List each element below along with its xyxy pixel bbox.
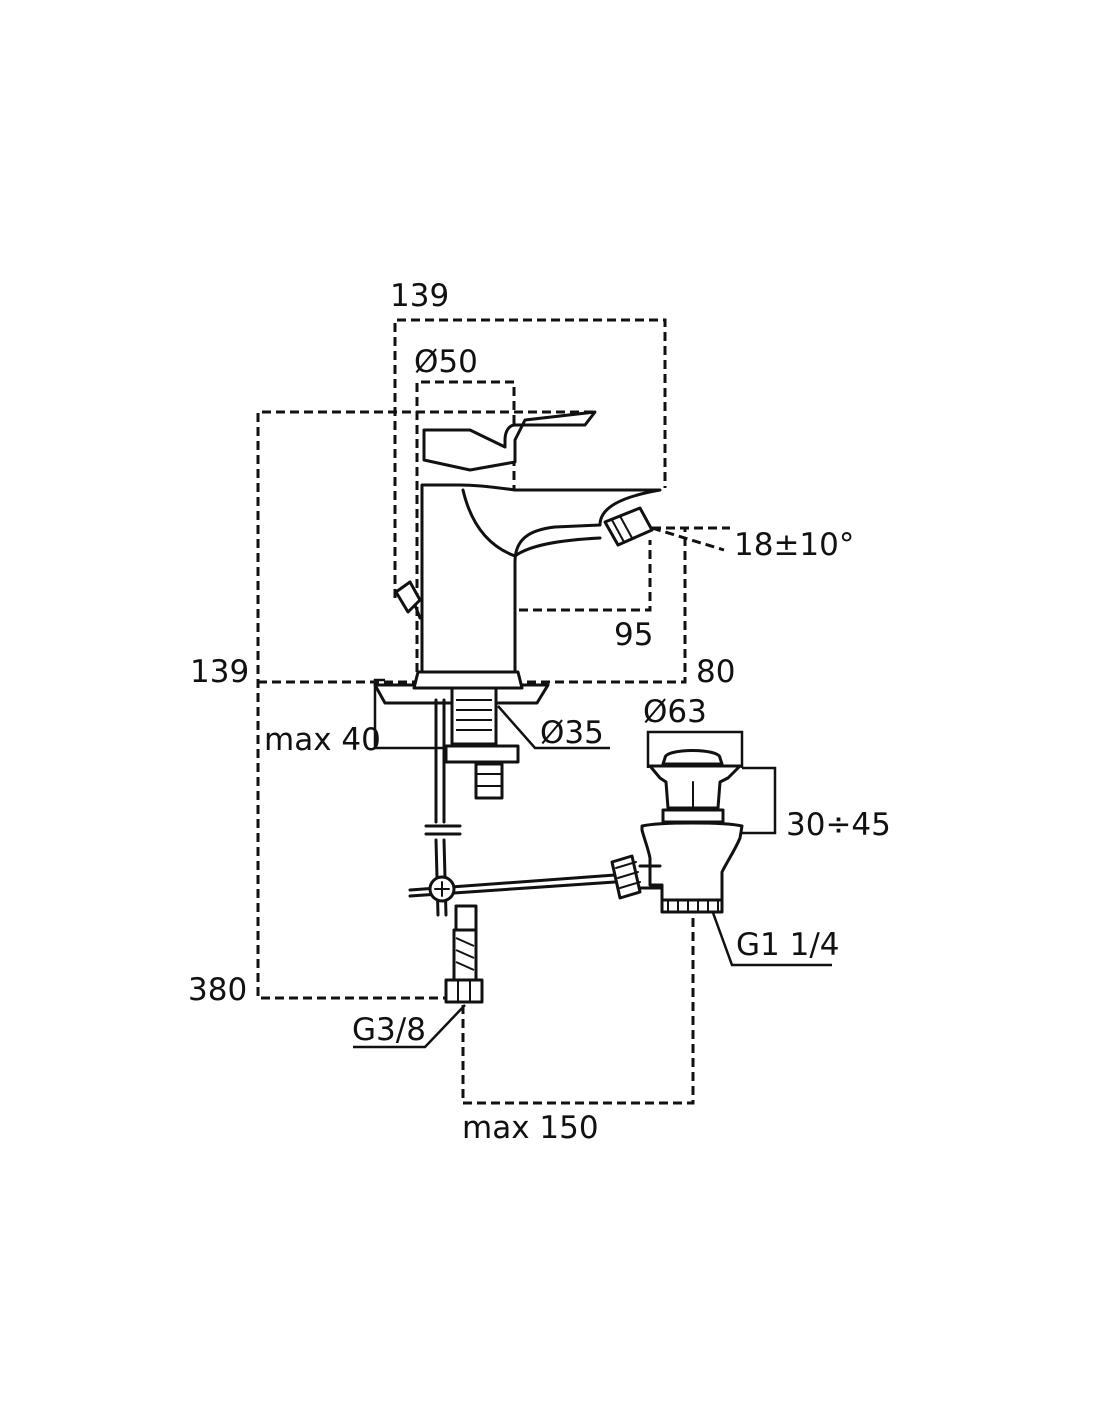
under-counter-assembly [408,686,617,1004]
label-width-total: 139 [390,278,449,314]
dimension-labels: 139 Ø50 18±10° 95 139 80 max 40 Ø35 Ø63 … [188,278,891,1146]
pop-up-waste [610,749,744,914]
label-spout-reach: 95 [614,617,653,653]
label-deck-thickness: max 40 [264,722,381,758]
label-hole-diameter: Ø35 [540,715,604,751]
label-max-offset: max 150 [462,1110,599,1146]
label-spout-height: 80 [696,654,735,690]
label-waste-thread: G1 1/4 [736,927,840,963]
mixer-body [373,410,662,705]
label-total-height: 380 [188,972,247,1008]
label-waste-adjust: 30÷45 [786,807,891,843]
dimension-lines [256,318,777,1105]
label-hose-thread: G3/8 [352,1012,426,1048]
label-waste-head-diameter: Ø63 [643,694,707,730]
label-body-diameter: Ø50 [414,344,478,380]
label-height-left: 139 [190,654,249,690]
leader-lines [353,705,832,1049]
label-spout-angle: 18±10° [734,527,854,563]
